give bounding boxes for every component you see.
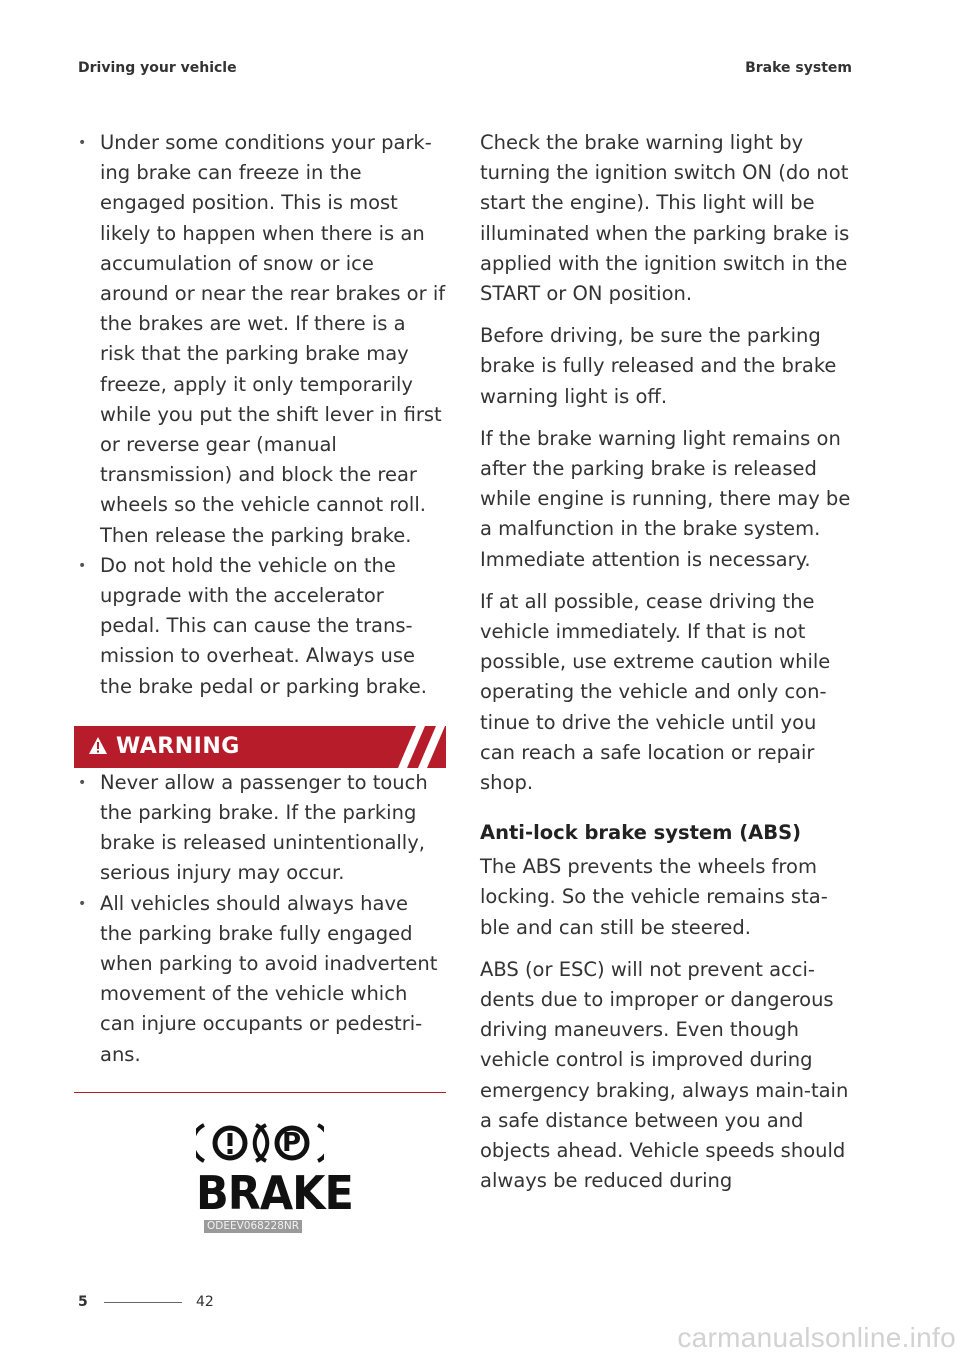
stripes-decoration bbox=[376, 725, 446, 768]
footer-divider bbox=[104, 1302, 182, 1303]
list-item: Under some conditions your park-ing brak… bbox=[74, 128, 446, 551]
warning-title: WARNING bbox=[116, 733, 240, 759]
paragraph: Before driving, be sure the parking brak… bbox=[480, 324, 837, 408]
left-column: Under some conditions your park-ing brak… bbox=[74, 128, 446, 1233]
paragraph: ABS (or ESC) will not prevent acci-dents… bbox=[480, 957, 849, 1193]
right-column: Check the brake warning light by turning… bbox=[480, 128, 852, 1209]
brake-warning-light-figure: P BRAKE ODEEV068228NR bbox=[190, 1115, 354, 1233]
list-item: All vehicles should always have the park… bbox=[74, 889, 446, 1070]
caution-list: Under some conditions your park-ing brak… bbox=[74, 128, 446, 702]
paragraph: Check the brake warning light by turning… bbox=[480, 131, 850, 306]
paragraph: If the brake warning light remains on af… bbox=[480, 426, 851, 571]
watermark: carmanualsonline.info bbox=[677, 1322, 956, 1353]
paragraph: If at all possible, cease driving the ve… bbox=[480, 589, 831, 795]
divider bbox=[74, 1091, 446, 1093]
running-header-chapter: Driving your vehicle bbox=[78, 60, 237, 76]
list-item: Do not hold the vehicle on the upgrade w… bbox=[74, 551, 446, 702]
list-item: Never allow a passenger to touch the par… bbox=[74, 768, 446, 889]
brake-label: BRAKE bbox=[196, 1166, 354, 1221]
paragraph: The ABS prevents the wheels from locking… bbox=[480, 855, 828, 939]
warning-list: Never allow a passenger to touch the par… bbox=[74, 768, 446, 1070]
figure-code: ODEEV068228NR bbox=[204, 1219, 303, 1233]
warning-triangle-icon bbox=[89, 736, 107, 754]
footer-page-number: 42 bbox=[196, 1294, 214, 1310]
parking-p-glyph: P bbox=[282, 1127, 302, 1158]
footer-chapter-number: 5 bbox=[78, 1294, 88, 1310]
section-heading: Anti-lock brake system (ABS) bbox=[480, 821, 802, 845]
warning-banner: WARNING bbox=[74, 725, 446, 768]
running-header-section: Brake system bbox=[745, 60, 852, 76]
